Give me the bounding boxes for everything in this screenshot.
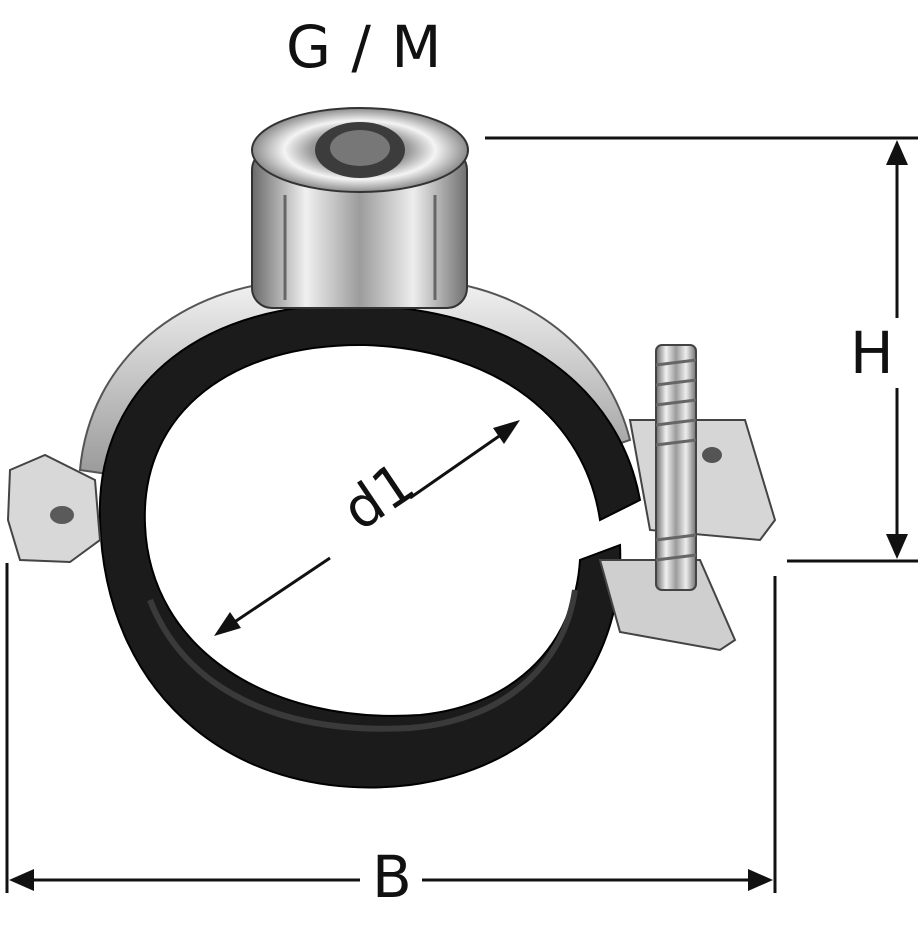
d1-arrow-lower: [214, 612, 241, 636]
d1-dimension-line-upper: [409, 430, 506, 500]
thread-size-label: G / M: [286, 13, 443, 81]
threaded-nut: [251, 107, 469, 309]
dimension-lines: [5, 136, 918, 893]
rubber-lining: [98, 303, 642, 789]
left-clamp-tab: [6, 453, 102, 564]
b-arrow-right: [748, 869, 773, 891]
b-arrow-left: [9, 869, 34, 891]
height-dimension-label: H: [850, 319, 894, 387]
d1-dimension-line-lower: [229, 556, 331, 627]
h-arrow-up: [886, 140, 908, 165]
d1-arrow-upper: [493, 420, 520, 444]
width-dimension-label: B: [372, 843, 412, 911]
tightening-screw: [655, 344, 697, 591]
h-arrow-down: [886, 534, 908, 559]
